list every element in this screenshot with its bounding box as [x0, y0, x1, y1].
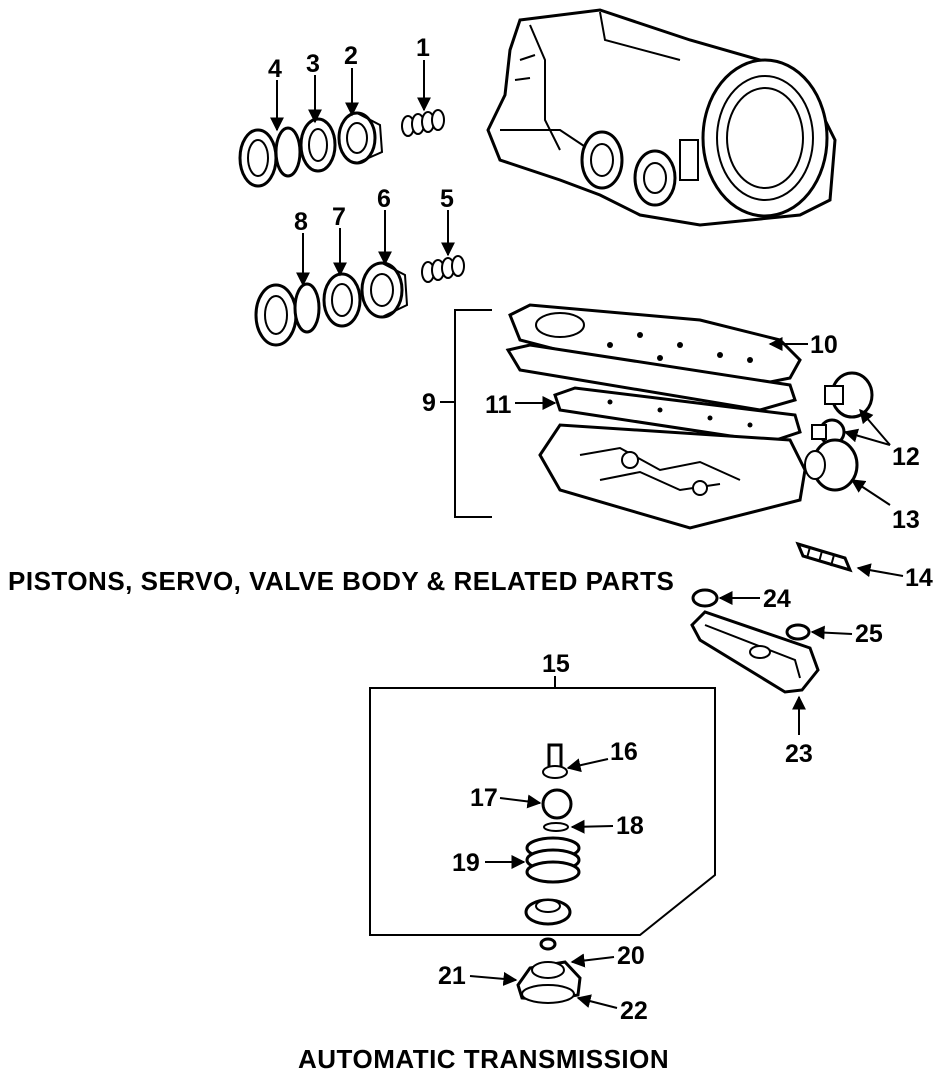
part-4-snap-ring	[238, 128, 278, 188]
callout-6: 6	[377, 185, 391, 213]
part-20-ball	[539, 937, 557, 951]
callout-18: 18	[616, 812, 644, 840]
section-title: PISTONS, SERVO, VALVE BODY & RELATED PAR…	[8, 566, 674, 596]
part-3-cover	[299, 117, 337, 173]
callout-24: 24	[763, 585, 791, 613]
part-1-spring	[401, 109, 445, 137]
callout-16: 16	[610, 738, 638, 766]
part-14-valve-pin	[795, 541, 853, 573]
callout-3: 3	[306, 50, 320, 78]
part-16-valve	[542, 743, 568, 779]
callout-8: 8	[294, 208, 308, 236]
part-25-plug	[785, 623, 811, 641]
callout-19: 19	[452, 849, 480, 877]
part-8-snap-ring	[254, 283, 298, 347]
callout-2: 2	[344, 42, 358, 70]
bracket-15	[369, 687, 716, 936]
part-17-piston	[541, 788, 573, 820]
part-5-spring	[421, 255, 465, 283]
transmission-case	[486, 8, 837, 227]
callout-22: 22	[620, 997, 648, 1025]
callout-23: 23	[785, 740, 813, 768]
callout-5: 5	[440, 185, 454, 213]
accumulator-cup	[524, 898, 572, 926]
servo-group-lower	[254, 255, 465, 347]
bracket-9	[454, 309, 492, 518]
part-2-piston	[337, 111, 384, 165]
callout-11: 11	[485, 391, 512, 419]
part-6-piston	[360, 261, 409, 319]
valve-body-assembly	[454, 303, 807, 530]
callout-20: 20	[617, 942, 645, 970]
part-11-gasket	[553, 386, 802, 444]
part-24-plug	[691, 588, 719, 608]
callout-1: 1	[416, 34, 430, 62]
part-22-ring	[521, 984, 575, 1004]
callout-13: 13	[892, 506, 920, 534]
callout-14: 14	[905, 564, 933, 592]
callout-7: 7	[332, 203, 346, 231]
callout-labels: 1 2 3 4 5 6 7 8 9 10 11 12 13 14 15 16 1…	[268, 34, 933, 1025]
callout-9: 9	[422, 389, 436, 417]
valve-body-casting	[538, 423, 807, 530]
callout-25: 25	[855, 620, 883, 648]
part-3-seal	[274, 126, 302, 178]
callout-12: 12	[892, 443, 920, 471]
footer-title: AUTOMATIC TRANSMISSION	[298, 1044, 669, 1074]
part-12-solenoid-upper	[824, 371, 874, 419]
callout-21: 21	[438, 962, 466, 990]
part-23-filter	[690, 610, 820, 694]
callout-17: 17	[470, 784, 498, 812]
separator-plate	[505, 343, 797, 412]
part-7-cover	[322, 272, 362, 328]
callout-15: 15	[542, 650, 570, 678]
part-19-spring	[525, 836, 581, 884]
leader-lines	[270, 60, 904, 1009]
part-7-seal	[293, 282, 321, 334]
part-13-solenoid	[804, 438, 859, 492]
servo-group-upper	[238, 109, 445, 188]
callout-10: 10	[810, 331, 838, 359]
part-18-seal	[543, 822, 569, 832]
callout-4: 4	[268, 55, 282, 83]
